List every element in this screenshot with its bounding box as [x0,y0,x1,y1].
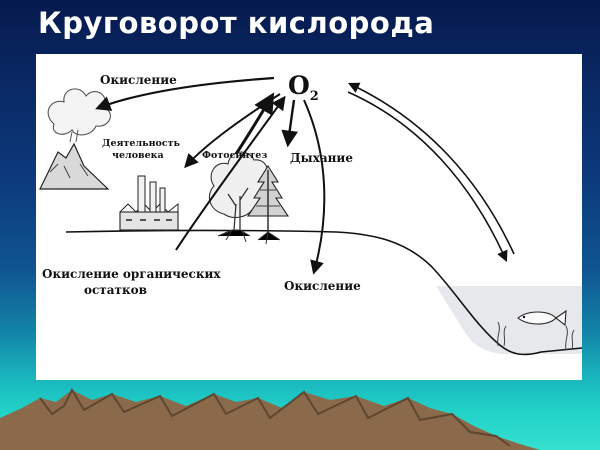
slide-title: Круговорот кислорода [38,6,435,40]
label-human-activity-line1: Деятельность [102,138,181,149]
conifer-tree-icon [246,164,290,245]
label-photosynthesis: Фотосинтез [202,150,267,161]
arrow-from-water [347,82,515,255]
volcano-icon [39,88,111,190]
factory-icon [119,175,179,231]
oxygen-cycle-diagram: O2 Окисление Деятельность человека Фотос… [36,54,582,380]
mountain-shading [39,387,511,447]
fish-icon [517,309,567,327]
o2-label: O2 [288,71,319,104]
label-human-activity-line2: человека [112,150,164,161]
label-oxidation-top: Окисление [100,73,177,87]
ground-line [65,229,582,356]
water-plants [497,321,575,351]
label-respiration: Дыхание [290,151,353,165]
arrow-oxidation-bottom [303,99,326,275]
mountain-range [0,387,540,450]
mountain-silhouette [0,390,540,450]
water-body [436,286,582,354]
diagram-canvas: O2 Окисление Деятельность человека Фотос… [39,71,582,356]
label-organic-oxidation-line2: остатков [84,283,147,297]
label-organic-oxidation-line1: Окисление органических [42,267,221,281]
label-oxidation-bottom: Окисление [284,279,361,293]
arrow-oxidation-top [95,76,275,111]
arrow-respiration [281,99,299,148]
arrow-to-water [347,91,508,263]
arrow-photosynthesis [234,92,275,155]
